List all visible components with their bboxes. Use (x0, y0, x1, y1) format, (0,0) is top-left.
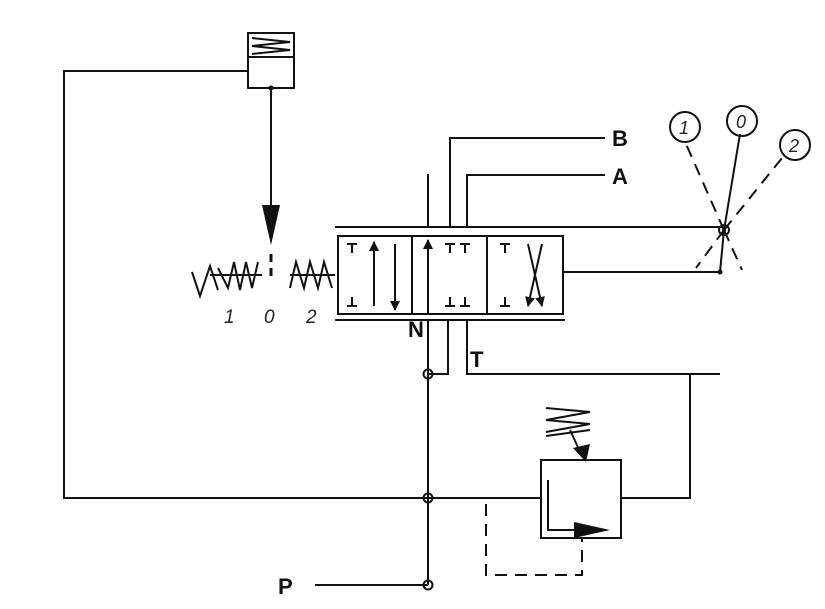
port-t-label: T (470, 347, 484, 372)
valve-position-2: 2 (305, 307, 317, 328)
valve-position-1: 1 (224, 307, 235, 328)
pilot-line (63, 70, 540, 499)
lever-linkage (563, 105, 811, 275)
lever-position-2: 2 (788, 136, 799, 156)
detent-springs (191, 258, 335, 300)
port-a-label: A (612, 164, 628, 189)
directional-valve (335, 226, 725, 321)
valve-position-0: 0 (264, 307, 275, 328)
pilot-spring-box (247, 32, 295, 91)
port-a-line (466, 174, 605, 227)
port-p-label: P (278, 574, 293, 599)
relief-tank-line (621, 374, 691, 499)
port-b-line (449, 137, 605, 227)
lever-position-1: 1 (679, 118, 689, 138)
tank-line (466, 320, 720, 375)
lever-position-0: 0 (736, 112, 746, 132)
relief-pilot-line (485, 497, 583, 576)
relief-valve (540, 407, 622, 539)
n-loop-line (428, 320, 449, 375)
junction-relief (422, 492, 434, 504)
port-n-label: N (408, 317, 424, 342)
port-b-label: B (612, 126, 628, 151)
pilot-arrow (262, 88, 280, 276)
